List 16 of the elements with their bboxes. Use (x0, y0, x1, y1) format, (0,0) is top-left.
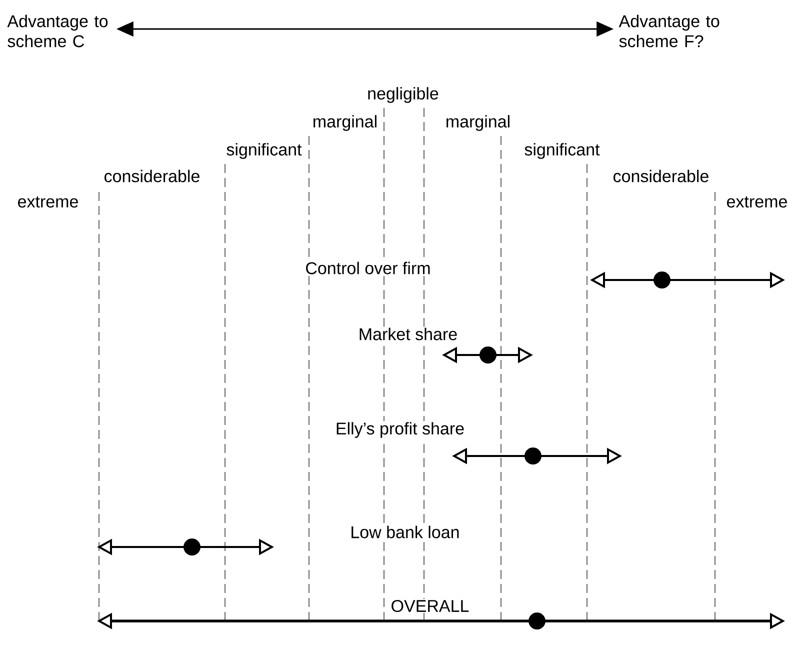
overall-label: OVERALL (390, 598, 470, 613)
scale-label: marginal (311, 114, 379, 132)
factor-label: Low bank loan (349, 524, 461, 540)
scale-label: extreme (16, 195, 80, 209)
scale-end-label: Advantage to scheme C (7, 14, 108, 48)
scale-label: extreme (725, 195, 789, 209)
scale-label: negligible (366, 86, 440, 104)
factor-label: Control over firm (304, 260, 432, 276)
scale-end-label: Advantage to scheme F? (618, 14, 720, 48)
factor-label: Market share (357, 326, 459, 342)
scale-label: significant (523, 142, 601, 160)
scale-label: considerable (612, 168, 710, 184)
scale-label: significant (225, 142, 303, 160)
factor-label: Elly’s profit share (334, 421, 466, 439)
scale-label: considerable (102, 168, 202, 184)
scale-label: marginal (444, 114, 512, 132)
